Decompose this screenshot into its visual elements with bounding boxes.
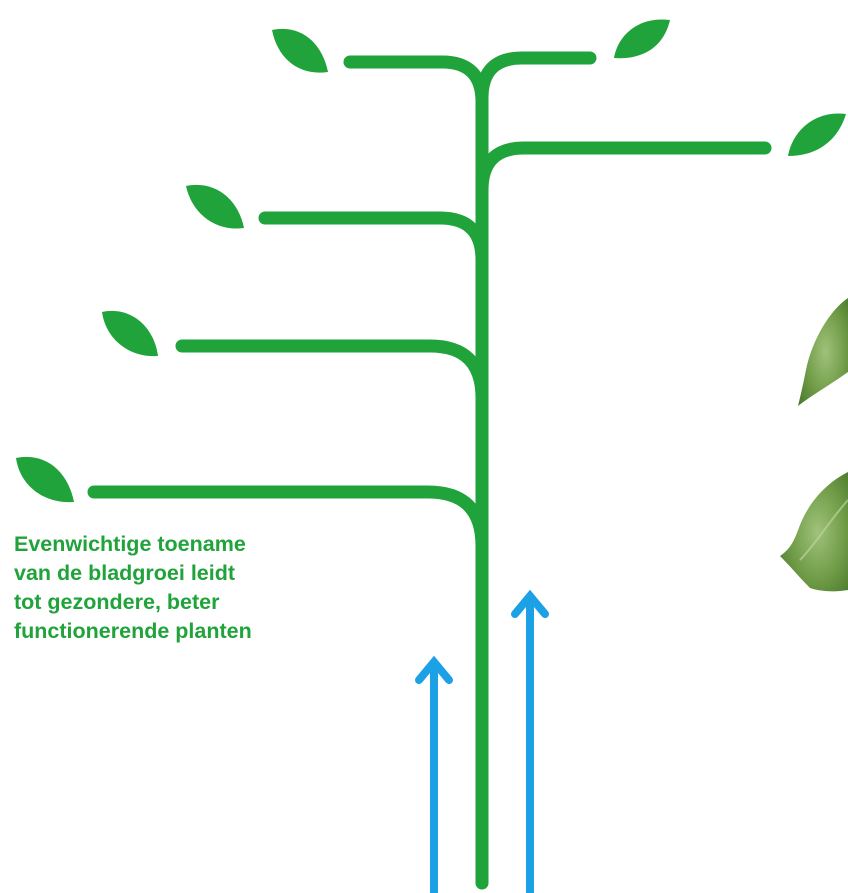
diagram-caption: Evenwichtige toename van de bladgroei le…: [14, 530, 344, 646]
leaf-icon: [788, 114, 846, 156]
branch-left-2: [182, 346, 482, 398]
branch-left-1: [265, 218, 482, 260]
caption-line-3: tot gezondere, beter: [14, 588, 344, 617]
caption-line-1: Evenwichtige toename: [14, 530, 344, 559]
leaf-icon: [614, 19, 670, 58]
branch-right: [482, 148, 765, 190]
up-arrow-icon: [515, 596, 545, 893]
leaf-photo-upper: [798, 298, 848, 406]
leaf-icon: [186, 185, 244, 229]
leaf-icon: [272, 29, 328, 73]
caption-line-4: functionerende planten: [14, 617, 344, 646]
branch-top-left: [350, 62, 482, 102]
leaf-icon: [102, 311, 158, 356]
leaf-photo: [780, 298, 848, 591]
plant-stem: [94, 58, 765, 883]
leaves: [16, 19, 846, 502]
leaf-icon: [16, 457, 74, 502]
leaf-photo-lower: [780, 472, 848, 591]
up-arrow-icon: [419, 662, 449, 893]
main-stem: [482, 58, 590, 883]
caption-line-2: van de bladgroei leidt: [14, 559, 344, 588]
